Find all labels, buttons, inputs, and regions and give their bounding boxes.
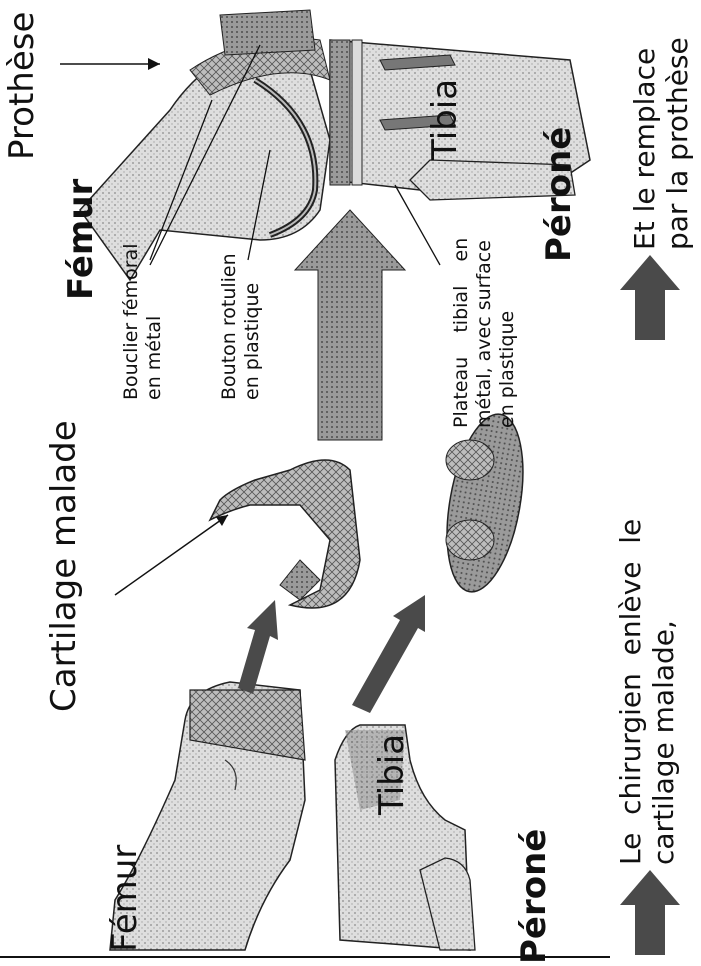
femur-left-text: Fémur [105, 845, 145, 952]
cartilage-pointer-line [115, 515, 228, 595]
caption-right-line-2: par la prothèse [661, 37, 694, 250]
cartilage-label: Cartilage malade [44, 420, 84, 712]
prothese-text: Prothèse [2, 12, 42, 160]
removed-cartilage-tibial [435, 408, 535, 597]
plateau-line-1: Plateau tibial en [450, 238, 473, 428]
perone-right-text: Péroné [539, 127, 579, 262]
plateau-line-2: métal, avec surface [473, 238, 496, 428]
perone-label-left: Péroné [514, 829, 554, 964]
femur-label-right: Fémur [61, 179, 101, 300]
plateau-line-3: en plastique [496, 238, 519, 428]
caption-arrow-left [620, 870, 680, 955]
bouclier-line-2: en métal [143, 244, 166, 401]
bouclier-callout: Bouclier fémoral en métal [120, 244, 166, 401]
tibia-label-right: Tibia [425, 79, 465, 160]
femur-right-bone [80, 10, 330, 280]
removal-arrow-2 [352, 595, 425, 713]
plateau-callout: Plateau tibial en métal, avec surface en… [450, 238, 519, 428]
perone-left-text: Péroné [514, 829, 554, 964]
caption-right-line-1: Et le remplace [628, 37, 661, 250]
tibia-left-text: Tibia [372, 734, 412, 815]
tibia-label-left: Tibia [372, 734, 412, 815]
caption-left-line-1: Le chirurgien enlève le [614, 519, 647, 865]
femur-label-left: Fémur [105, 845, 145, 952]
bouclier-line-1: Bouclier fémoral [120, 244, 143, 401]
bouton-line-2: en plastique [241, 253, 264, 400]
perone-label-right: Péroné [539, 127, 579, 262]
prothese-label: Prothèse [2, 12, 42, 160]
bouton-callout: Bouton rotulien en plastique [218, 253, 264, 400]
patella-button [220, 10, 315, 55]
caption-arrow-right [620, 255, 680, 340]
tibia-right-text: Tibia [425, 79, 465, 160]
femur-right-text: Fémur [61, 179, 101, 300]
bouton-line-1: Bouton rotulien [218, 253, 241, 400]
caption-right: Et le remplace par la prothèse [628, 37, 694, 250]
central-replacement-arrow [295, 210, 405, 440]
caption-left-line-2: cartilage malade, [647, 519, 680, 865]
removed-cartilage-femoral [210, 460, 360, 608]
removal-arrow-1 [238, 600, 278, 694]
cartilage-text: Cartilage malade [44, 420, 84, 712]
tibial-plateau [330, 40, 350, 185]
caption-left: Le chirurgien enlève le cartilage malade… [614, 519, 680, 865]
